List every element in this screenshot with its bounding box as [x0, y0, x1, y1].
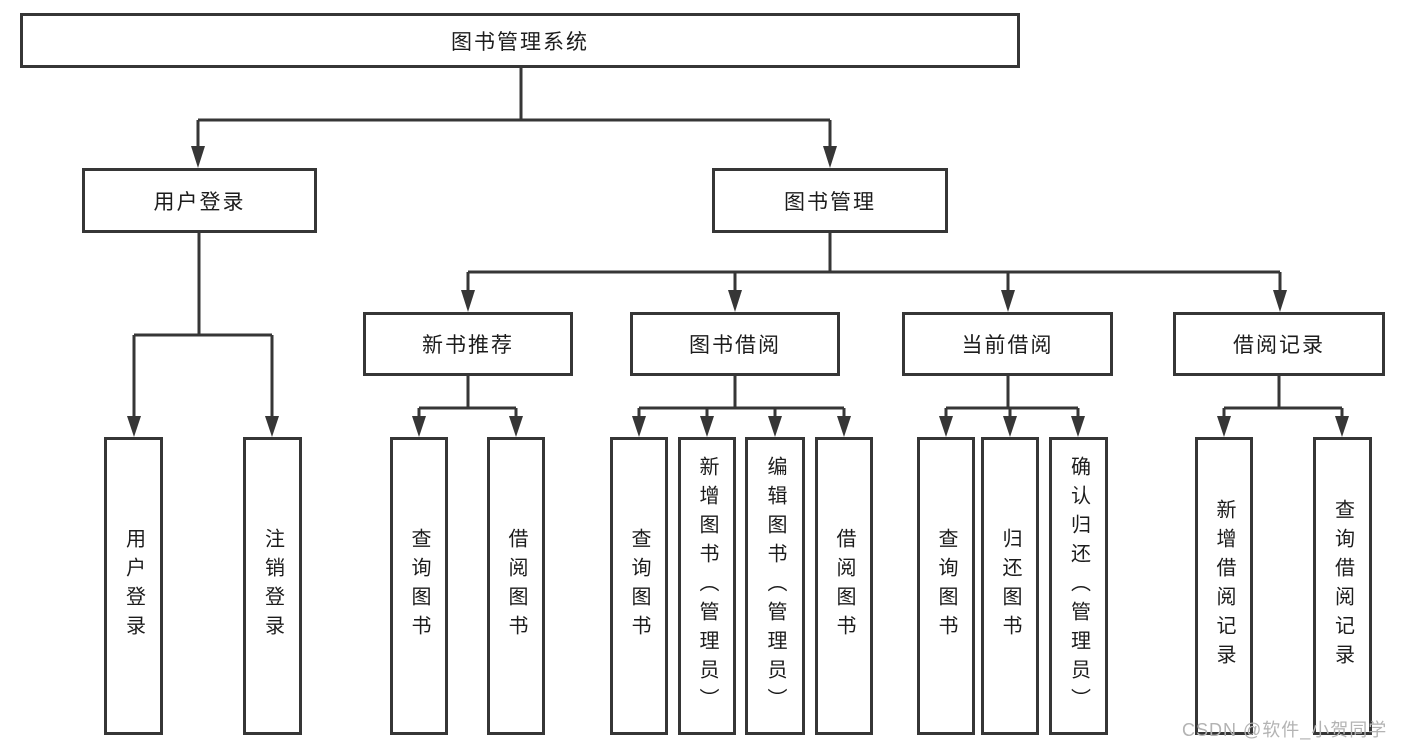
- leaf-borrow-books: 借阅图书: [815, 437, 873, 735]
- node-label: 当前借阅: [961, 334, 1054, 357]
- leaf-logout: 注销登录: [243, 437, 302, 735]
- node-label: 查询图书: [408, 528, 430, 644]
- node-label: 查询图书: [935, 528, 957, 644]
- node-label: 查询借阅记录: [1331, 499, 1354, 673]
- node-label: 借阅记录: [1233, 334, 1325, 357]
- csdn-watermark: CSDN @软件_小贺同学: [1182, 720, 1388, 740]
- node-label: 新书推荐: [422, 334, 514, 357]
- leaf-borrow-books: 借阅图书: [487, 437, 545, 735]
- node-label: 借阅图书: [833, 528, 855, 644]
- node-label: 归还图书: [999, 528, 1021, 644]
- leaf-query-books: 查询图书: [917, 437, 975, 735]
- node-label: 用户登录: [153, 190, 246, 214]
- leaf-query-books: 查询图书: [610, 437, 668, 735]
- leaf-confirm-return-admin: 确认归还（管理员）: [1049, 437, 1108, 735]
- node-new-book-recommend: 新书推荐: [363, 312, 573, 376]
- leaf-user-login: 用户登录: [104, 437, 163, 735]
- leaf-add-books-admin: 新增图书（管理员）: [678, 437, 736, 735]
- node-user-login-module: 用户登录: [82, 168, 317, 233]
- node-book-management-module: 图书管理: [712, 168, 948, 233]
- node-label: 用户登录: [122, 528, 145, 644]
- node-label: 查询图书: [628, 528, 650, 644]
- leaf-add-borrow-record: 新增借阅记录: [1195, 437, 1253, 735]
- node-label: 借阅图书: [505, 528, 527, 644]
- node-label: 图书管理系统: [451, 30, 589, 54]
- node-current-borrowing: 当前借阅: [902, 312, 1113, 376]
- node-label: 新增借阅记录: [1213, 499, 1235, 673]
- node-label: 注销登录: [261, 528, 284, 644]
- node-label: 确认归还（管理员）: [1067, 455, 1090, 717]
- leaf-query-borrow-record: 查询借阅记录: [1313, 437, 1372, 735]
- leaf-return-books: 归还图书: [981, 437, 1039, 735]
- node-label: 图书借阅: [689, 334, 781, 357]
- leaf-query-books: 查询图书: [390, 437, 448, 735]
- leaf-edit-books-admin: 编辑图书（管理员）: [745, 437, 805, 735]
- node-label: 新增图书（管理员）: [696, 455, 718, 717]
- node-label: 编辑图书（管理员）: [764, 455, 786, 717]
- node-root-system: 图书管理系统: [20, 13, 1020, 68]
- node-book-borrowing: 图书借阅: [630, 312, 840, 376]
- arrowheads: [127, 146, 1349, 437]
- node-label: 图书管理: [784, 190, 876, 214]
- node-borrow-records: 借阅记录: [1173, 312, 1385, 376]
